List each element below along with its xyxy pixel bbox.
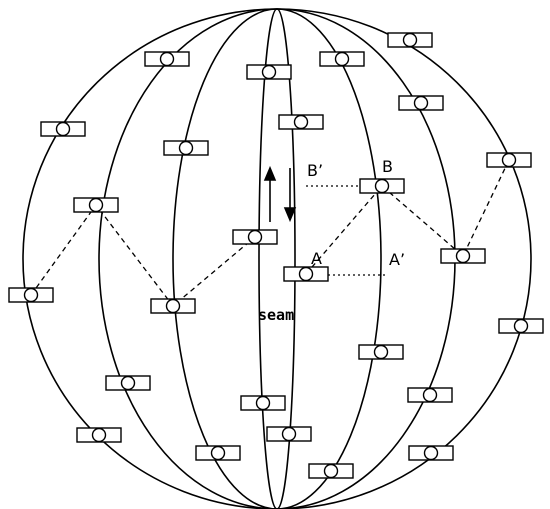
- sensor-group: [8, 32, 544, 479]
- sensor-dot: [422, 387, 438, 403]
- sensor-dot: [255, 395, 271, 411]
- label-B-prime: B’: [307, 161, 323, 180]
- sensor-dot: [373, 344, 389, 360]
- sensor-module: [195, 445, 241, 461]
- sensor-dot: [210, 445, 226, 461]
- arrow-up-head: [263, 165, 277, 181]
- sensor-module: [308, 463, 354, 479]
- sensor-module: [246, 64, 292, 80]
- sensor-module: [150, 298, 196, 314]
- sensor-module: [266, 426, 312, 442]
- sensor-module: [358, 344, 404, 360]
- sensor-dot: [455, 248, 471, 264]
- sensor-module: [105, 375, 151, 391]
- sensor-dot: [91, 427, 107, 443]
- sensor-module: [40, 121, 86, 137]
- sensor-dot: [120, 375, 136, 391]
- sensor-dot: [323, 463, 339, 479]
- sensor-module: [144, 51, 190, 67]
- sensor-dot: [501, 152, 517, 168]
- sensor-dot: [281, 426, 297, 442]
- sensor-module: [73, 197, 119, 213]
- sensor-dot: [513, 318, 529, 334]
- sensor-module: [163, 140, 209, 156]
- sensor-module: [407, 387, 453, 403]
- meridian-seam: [258, 8, 296, 509]
- sensor-dot: [261, 64, 277, 80]
- sensor-module: [486, 152, 532, 168]
- sensor-module: [359, 178, 405, 194]
- sensor-module: [440, 248, 486, 264]
- dashed-connection-left: [30, 203, 256, 307]
- sensor-module: [398, 95, 444, 111]
- sensor-module: [408, 445, 454, 461]
- label-A-prime: A’: [389, 250, 405, 269]
- sensor-module: [240, 395, 286, 411]
- sensor-dot: [423, 445, 439, 461]
- sensor-dot: [55, 121, 71, 137]
- label-seam: seam: [258, 306, 294, 324]
- sensor-dot: [374, 178, 390, 194]
- sensor-dot: [293, 114, 309, 130]
- sensor-dot: [88, 197, 104, 213]
- sensor-module: [387, 32, 433, 48]
- sensor-module: [8, 287, 54, 303]
- sensor-dot: [298, 266, 314, 282]
- label-B: B: [382, 157, 393, 176]
- sensor-dot: [334, 51, 350, 67]
- sensor-dot: [23, 287, 39, 303]
- sensor-module: [76, 427, 122, 443]
- arrow-down-head: [283, 207, 297, 223]
- sensor-module: [498, 318, 544, 334]
- sensor-module: [278, 114, 324, 130]
- sensor-module: [319, 51, 365, 67]
- sensor-dot: [178, 140, 194, 156]
- sensor-dot: [159, 51, 175, 67]
- dashed-connection-right: [305, 159, 510, 275]
- sensor-dot: [413, 95, 429, 111]
- sensor-dot: [165, 298, 181, 314]
- sensor-dot: [247, 229, 263, 245]
- label-A: A: [311, 249, 322, 268]
- sensor-module: [232, 229, 278, 245]
- sensor-module: [283, 266, 329, 282]
- sensor-dot: [402, 32, 418, 48]
